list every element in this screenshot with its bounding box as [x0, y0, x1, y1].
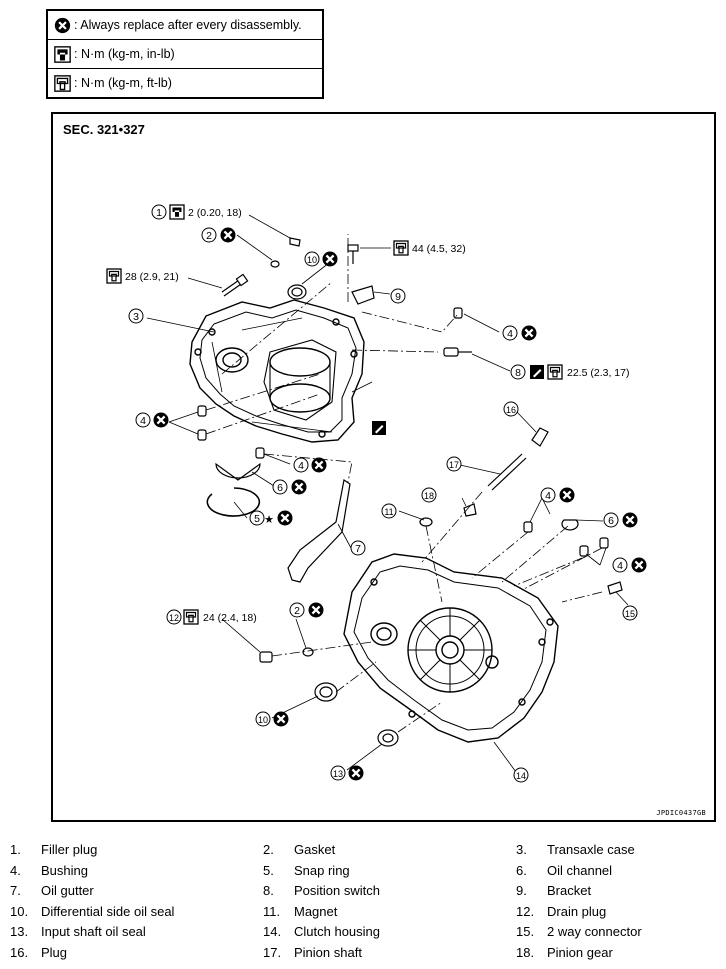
- x-circle-icon: [321, 250, 339, 268]
- sealant-icon: [530, 365, 544, 379]
- callout-13-num: 13: [333, 769, 343, 779]
- callout-6-right: [603, 512, 619, 528]
- exploded-view-frame: SEC. 321•327 JPDIC0437GB: [51, 112, 716, 822]
- torque-ft-lb-icon: [183, 609, 199, 625]
- callout-1-num: 1: [156, 207, 162, 219]
- x-circle-icon: [310, 456, 328, 474]
- torque-in-lb-icon: [54, 45, 71, 63]
- callout-6-right-num: 6: [608, 515, 614, 527]
- callout-12: [166, 609, 182, 625]
- x-circle-icon: [558, 486, 576, 504]
- callout-5-num: 5: [254, 513, 260, 525]
- callout-7: [350, 540, 366, 556]
- x-circle-icon: [272, 710, 290, 728]
- callout-10-upper-num: 10: [307, 255, 317, 265]
- callout-8: [510, 364, 526, 380]
- callout-2-lower: [289, 602, 305, 618]
- torque-28-value: 28 (2.9, 21): [125, 271, 179, 283]
- legend-row-replace: : Always replace after every disassembly…: [48, 11, 322, 40]
- callout-3-num: 3: [133, 311, 139, 323]
- torque-ft-lb-icon: [393, 240, 409, 256]
- callout-4-right-low-num: 4: [617, 560, 623, 572]
- callout-13: [330, 765, 346, 781]
- callout-4-right-low: [612, 557, 628, 573]
- callout-9: [390, 288, 406, 304]
- torque-1-value: 2 (0.20, 18): [188, 207, 242, 219]
- callout-6-left-num: 6: [277, 482, 283, 494]
- x-circle-icon: [290, 478, 308, 496]
- callout-11-num: 11: [384, 507, 393, 517]
- callout-4-upper-right: [502, 325, 518, 341]
- callouts: 1 2 (0.20, 18) 2 28 (2.9, 21) 3 10 44 (4…: [106, 204, 648, 783]
- x-circle-icon: [630, 556, 648, 574]
- x-circle-icon: [520, 324, 538, 342]
- callout-11: [381, 503, 397, 519]
- callout-2-upper: [201, 227, 217, 243]
- torque-44-value: 44 (4.5, 32): [412, 243, 466, 255]
- callout-2-upper-num: 2: [206, 230, 212, 242]
- callout-14: [513, 767, 529, 783]
- x-circle-icon: [307, 601, 325, 619]
- figure-code: JPDIC0437GB: [656, 809, 706, 817]
- callout-10-lower-num: 10: [258, 715, 268, 725]
- x-circle-icon: [276, 509, 294, 527]
- star-mark: ★: [264, 514, 274, 526]
- callout-12-num: 12: [169, 613, 179, 623]
- callout-7-num: 7: [355, 543, 361, 555]
- torque-in-lb-icon: [169, 204, 185, 220]
- legend-text-in-lb: : N·m (kg-m, in-lb): [74, 47, 175, 61]
- callout-1: [151, 204, 167, 220]
- exploded-view-diagram: 1 2 (0.20, 18) 2 28 (2.9, 21) 3 10 44 (4…: [106, 204, 648, 783]
- torque-ft-lb-icon: [547, 364, 563, 380]
- callout-18-num: 18: [424, 491, 434, 501]
- callout-9-num: 9: [395, 291, 401, 303]
- callout-16: [503, 401, 519, 417]
- torque-12-value: 24 (2.4, 18): [203, 612, 257, 624]
- legend-row-in-lb: : N·m (kg-m, in-lb): [48, 40, 322, 69]
- callout-4-upper-right-num: 4: [507, 328, 513, 340]
- callout-4-right-top-num: 4: [545, 490, 551, 502]
- x-circle-icon: [621, 511, 639, 529]
- torque-8-value: 22.5 (2.3, 17): [567, 367, 629, 379]
- callout-10-lower: [255, 711, 271, 727]
- callout-15-num: 15: [625, 609, 635, 619]
- callout-6-left: [272, 479, 288, 495]
- callout-5: [249, 510, 265, 526]
- torque-ft-lb-icon: [54, 74, 71, 92]
- legend-text-ft-lb: : N·m (kg-m, ft-lb): [74, 76, 172, 90]
- callout-17: [446, 456, 462, 472]
- small-parts: [197, 237, 623, 747]
- clutch-housing-drawing: [343, 553, 559, 743]
- leader-lines: [146, 214, 629, 773]
- callout-4-mid-num: 4: [298, 460, 304, 472]
- callout-4-left-num: 4: [140, 415, 146, 427]
- sealant-icon: [372, 421, 386, 435]
- callout-18: [421, 487, 437, 503]
- x-circle-icon: [152, 411, 170, 429]
- callout-15: [622, 605, 638, 621]
- callout-4-mid: [293, 457, 309, 473]
- callout-10-upper: [304, 251, 320, 267]
- callout-14-num: 14: [516, 771, 526, 781]
- callout-16-num: 16: [506, 405, 516, 415]
- legend-text-replace: : Always replace after every disassembly…: [74, 18, 302, 32]
- x-circle-icon: [54, 17, 71, 33]
- section-label: SEC. 321•327: [63, 122, 145, 137]
- transaxle-case-drawing: [189, 299, 365, 443]
- callout-2-lower-num: 2: [294, 605, 300, 617]
- callout-8-num: 8: [515, 367, 521, 379]
- callout-17-num: 17: [449, 460, 459, 470]
- legend-box: : Always replace after every disassembly…: [46, 9, 324, 99]
- legend-row-ft-lb: : N·m (kg-m, ft-lb): [48, 69, 322, 97]
- callout-4-right-top: [540, 487, 556, 503]
- callout-4-left: [135, 412, 151, 428]
- x-circle-icon: [347, 764, 365, 782]
- x-circle-icon: [219, 226, 237, 244]
- callout-3: [128, 308, 144, 324]
- torque-ft-lb-icon: [106, 268, 122, 284]
